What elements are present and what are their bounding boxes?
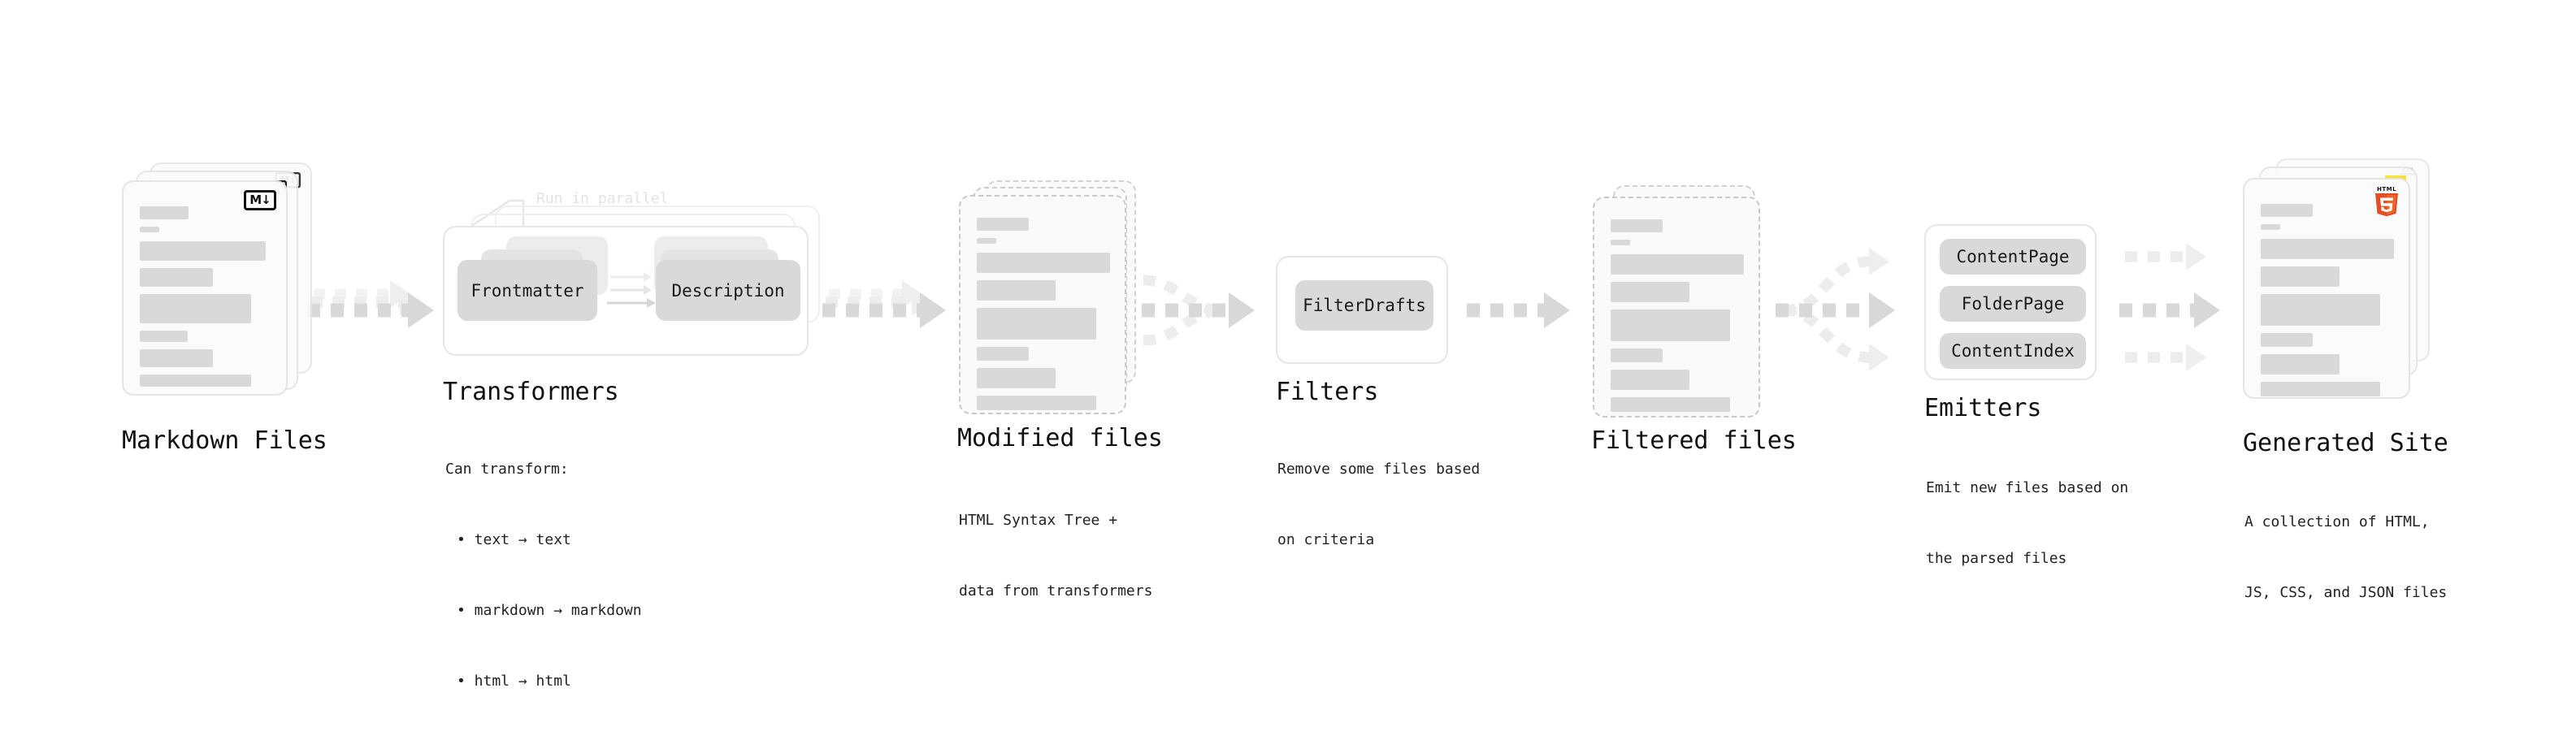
arrow-filters-to-filtered bbox=[1467, 292, 1570, 328]
generated-site-subtitle-line-1: JS, CSS, and JSON files bbox=[2244, 584, 2448, 601]
page-title-filters: Filters bbox=[1276, 378, 1379, 406]
filtered-file-card-front[interactable] bbox=[1593, 197, 1760, 418]
placeholder-lines bbox=[1611, 219, 1744, 419]
filters-subtitle-line-0: Remove some files based bbox=[1277, 461, 1481, 478]
modified-file-card-front[interactable] bbox=[959, 195, 1126, 414]
arrow-modified-to-filters bbox=[1142, 275, 1255, 346]
chip-filterdrafts[interactable]: FilterDrafts bbox=[1295, 280, 1433, 331]
emitters-subtitle: Emit new files based on the parsed files bbox=[1926, 429, 2128, 617]
placeholder-lines bbox=[2261, 204, 2394, 404]
modified-files-subtitle-line-1: data from transformers bbox=[959, 582, 1153, 599]
filters-subtitle: Remove some files based on criteria bbox=[1277, 410, 1480, 599]
transformers-group: Run in parallel Frontmatter Description bbox=[443, 190, 833, 361]
chip-frontmatter[interactable]: Frontmatter bbox=[458, 260, 597, 321]
run-in-parallel-label: Run in parallel bbox=[536, 190, 669, 207]
diagram-canvas: M↓ M↓ M↓ Markdown Files bbox=[122, 158, 2454, 690]
filtered-files-stack bbox=[1593, 185, 1788, 429]
emitters-box[interactable]: ContentPage FolderPage ContentIndex bbox=[1924, 224, 2097, 380]
markdown-badge-label: M↓ bbox=[249, 193, 271, 207]
page-title-markdown-files: Markdown Files bbox=[122, 426, 327, 455]
markdown-files-stack: M↓ M↓ M↓ bbox=[122, 162, 325, 414]
page-title-modified-files: Modified files bbox=[957, 424, 1163, 452]
arrow-markdown-to-transformers bbox=[307, 280, 434, 328]
transformers-subtitle-item-1: • markdown → markdown bbox=[457, 602, 642, 619]
filters-box[interactable]: FilterDrafts bbox=[1276, 256, 1448, 364]
filters-subtitle-line-1: on criteria bbox=[1277, 531, 1375, 548]
html5-badge-icon: HTML bbox=[2375, 186, 2398, 217]
arrow-filtered-to-emitters bbox=[1776, 248, 1895, 371]
chip-folderpage[interactable]: FolderPage bbox=[1940, 286, 2086, 322]
modified-files-subtitle: HTML Syntax Tree + data from transformer… bbox=[959, 461, 1152, 650]
page-title-filtered-files: Filtered files bbox=[1591, 426, 1797, 455]
page-title-transformers: Transformers bbox=[443, 378, 619, 406]
arrow-layer bbox=[307, 243, 2220, 371]
modified-files-subtitle-line-0: HTML Syntax Tree + bbox=[959, 512, 1118, 529]
placeholder-lines bbox=[140, 206, 271, 394]
emitters-subtitle-line-1: the parsed files bbox=[1926, 550, 2067, 567]
chip-description[interactable]: Description bbox=[656, 260, 800, 321]
arrow-transformers-to-modified bbox=[822, 280, 946, 328]
transformers-subtitle-item-2: • html → html bbox=[457, 673, 571, 690]
generated-site-subtitle-line-0: A collection of HTML, bbox=[2244, 513, 2430, 530]
markdown-badge-icon: M↓ bbox=[244, 190, 276, 210]
svg-text:HTML: HTML bbox=[2377, 186, 2396, 193]
chip-contentindex[interactable]: ContentIndex bbox=[1940, 333, 2086, 369]
transformers-subtitle-heading: Can transform: bbox=[445, 461, 569, 478]
page-title-emitters: Emitters bbox=[1924, 394, 2042, 422]
markdown-file-card-front[interactable]: M↓ bbox=[122, 180, 288, 396]
emitters-subtitle-line-0: Emit new files based on bbox=[1926, 479, 2129, 496]
arrow-emitters-to-site bbox=[2119, 243, 2220, 371]
generated-site-stack: CSS HTML bbox=[2243, 158, 2454, 418]
generated-site-card-html[interactable]: HTML bbox=[2243, 178, 2410, 399]
modified-files-stack bbox=[959, 180, 1154, 424]
chip-contentpage[interactable]: ContentPage bbox=[1940, 239, 2086, 275]
page-title-generated-site: Generated Site bbox=[2243, 429, 2448, 457]
transformers-subtitle-item-0: • text → text bbox=[457, 531, 571, 548]
placeholder-lines bbox=[977, 218, 1110, 418]
transformers-subtitle: Can transform: • text → text • markdown … bbox=[445, 410, 642, 740]
inner-arrows-frontmatter-to-description bbox=[607, 272, 656, 308]
generated-site-subtitle: A collection of HTML, JS, CSS, and JSON … bbox=[2244, 463, 2447, 651]
